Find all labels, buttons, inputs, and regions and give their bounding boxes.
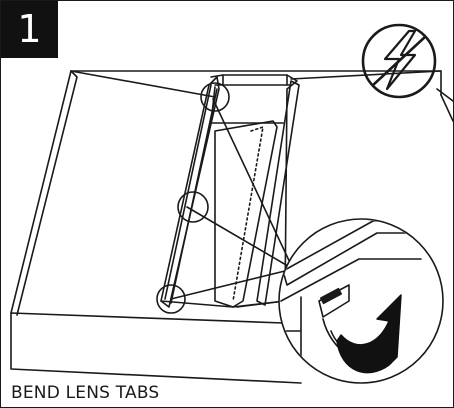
curved-arrow-icon	[336, 294, 402, 374]
housing-right-wall	[436, 88, 453, 122]
housing-left-wall	[10, 70, 78, 316]
lens-panel-right	[256, 80, 300, 306]
ballast-channel	[214, 120, 278, 308]
tab-callout-middle	[177, 191, 209, 223]
detail-magnifier	[278, 218, 444, 384]
housing-front-face	[10, 312, 302, 384]
tab-callout-bottom	[156, 284, 186, 314]
tab-callout-top	[200, 82, 230, 112]
step-number-badge: 1	[1, 1, 58, 58]
instruction-caption: BEND LENS TABS	[11, 383, 160, 403]
no-power-icon	[361, 23, 437, 99]
